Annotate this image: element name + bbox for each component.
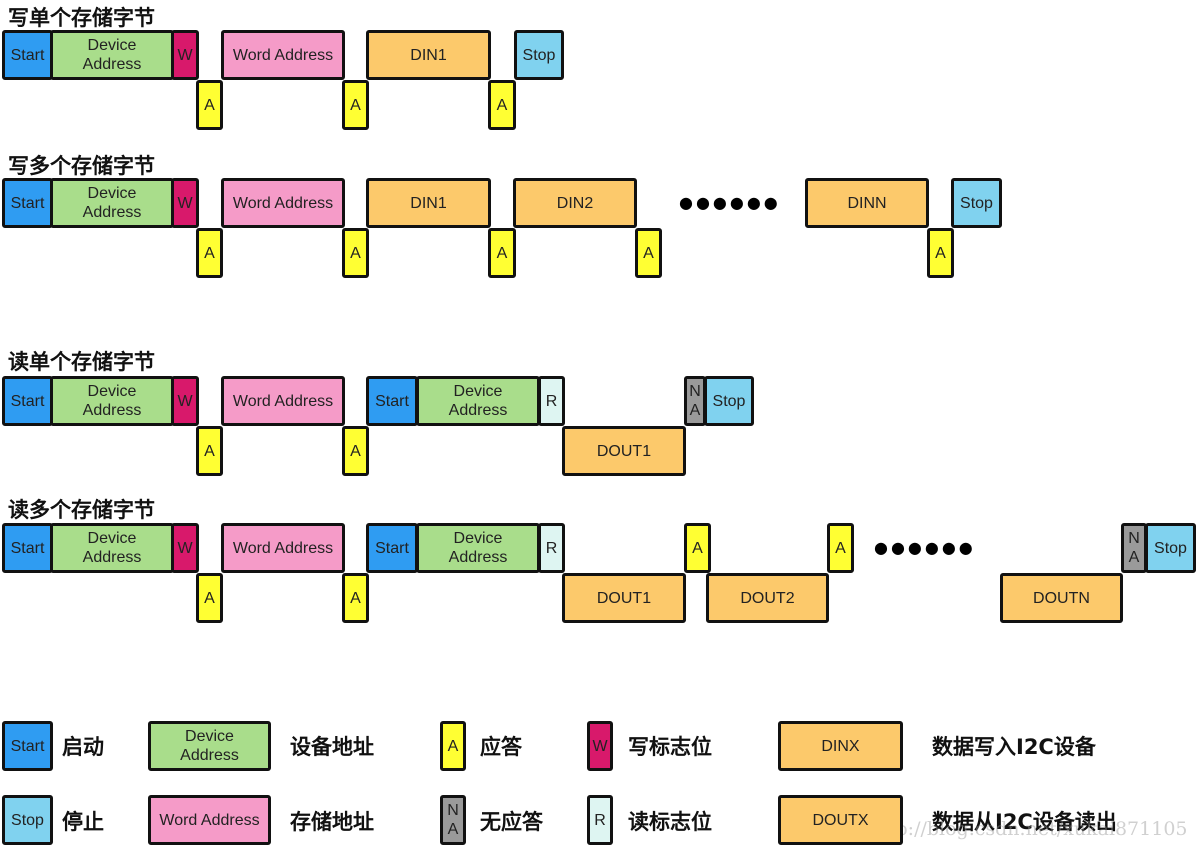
stop-block: Stop (2, 795, 53, 845)
start-block: Start (366, 376, 418, 426)
section-title-write-multi: 写多个存储字节 (8, 154, 155, 178)
word-block: Word Address (221, 523, 345, 573)
continuation-dots: ●●●●●● (874, 538, 976, 557)
ack-block: A (342, 80, 369, 130)
ack-block: A (196, 426, 223, 476)
ack-block: A (488, 80, 516, 130)
ack-block: A (196, 228, 223, 278)
din2-block: DIN2 (513, 178, 637, 228)
ack-block: A (684, 523, 711, 573)
doutn-block: DOUTN (1000, 573, 1123, 623)
word-block: Word Address (221, 376, 345, 426)
legend-label-nack: 无应答 (480, 810, 543, 834)
section-title-write-single: 写单个存储字节 (8, 6, 155, 30)
w-block: W (171, 178, 199, 228)
start-block: Start (366, 523, 418, 573)
dinx-block: DINX (778, 721, 903, 771)
stop-block: Stop (704, 376, 754, 426)
nack-block: N A (1121, 523, 1147, 573)
section-title-read-single: 读单个存储字节 (8, 350, 155, 374)
w-block: W (171, 523, 199, 573)
start-block: Start (2, 523, 53, 573)
w-block: W (171, 376, 199, 426)
legend-label-word: 存储地址 (290, 810, 374, 834)
legend-label-dinx: 数据写入I2C设备 (932, 735, 1096, 759)
start-block: Start (2, 721, 53, 771)
r-block: R (538, 376, 565, 426)
legend-label-doutx: 数据从I2C设备读出 (932, 810, 1117, 834)
device-block: Device Address (148, 721, 271, 771)
legend-label-device: 设备地址 (290, 735, 374, 759)
ack-block: A (635, 228, 662, 278)
continuation-dots: ●●●●●● (679, 193, 781, 212)
stop-block: Stop (514, 30, 564, 80)
word-block: Word Address (221, 178, 345, 228)
r-block: R (587, 795, 613, 845)
device-block: Device Address (50, 178, 174, 228)
device-block: Device Address (50, 376, 174, 426)
device-block: Device Address (50, 30, 174, 80)
device-block: Device Address (416, 523, 540, 573)
w-block: W (171, 30, 199, 80)
din1-block: DIN1 (366, 30, 491, 80)
start-block: Start (2, 178, 53, 228)
nack-block: N A (440, 795, 466, 845)
legend-label-start: 启动 (62, 735, 104, 759)
word-block: Word Address (221, 30, 345, 80)
ack-block: A (440, 721, 466, 771)
legend-label-r: 读标志位 (628, 810, 712, 834)
watermark: http://blog.csdn.net/xukai871105 (868, 818, 1188, 840)
ack-block: A (827, 523, 854, 573)
stop-block: Stop (1145, 523, 1196, 573)
legend-label-stop: 停止 (62, 810, 104, 834)
start-block: Start (2, 376, 53, 426)
word-block: Word Address (148, 795, 271, 845)
stop-block: Stop (951, 178, 1002, 228)
dout1-block: DOUT1 (562, 573, 686, 623)
dout1-block: DOUT1 (562, 426, 686, 476)
device-block: Device Address (50, 523, 174, 573)
ack-block: A (927, 228, 954, 278)
ack-block: A (196, 573, 223, 623)
ack-block: A (488, 228, 516, 278)
ack-block: A (196, 80, 223, 130)
w-block: W (587, 721, 613, 771)
dout2-block: DOUT2 (706, 573, 829, 623)
dinn-block: DINN (805, 178, 929, 228)
doutx-block: DOUTX (778, 795, 903, 845)
r-block: R (538, 523, 565, 573)
ack-block: A (342, 573, 369, 623)
legend-label-ack: 应答 (480, 735, 522, 759)
ack-block: A (342, 426, 369, 476)
legend-label-w: 写标志位 (628, 735, 712, 759)
ack-block: A (342, 228, 369, 278)
start-block: Start (2, 30, 53, 80)
nack-block: N A (684, 376, 706, 426)
din1-block: DIN1 (366, 178, 491, 228)
device-block: Device Address (416, 376, 540, 426)
section-title-read-multi: 读多个存储字节 (8, 498, 155, 522)
